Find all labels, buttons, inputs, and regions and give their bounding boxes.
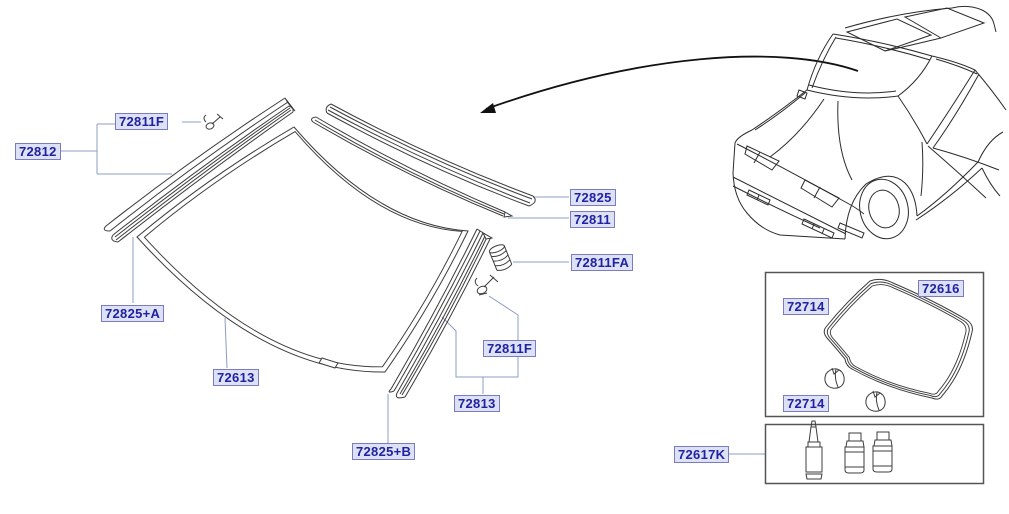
part-label-72813[interactable]: 72813: [454, 395, 500, 412]
pointer-arrow: [480, 55, 859, 113]
part-label-72616[interactable]: 72616: [918, 280, 964, 297]
car-front-wheel-rim: [868, 189, 900, 229]
part-label-72811[interactable]: 72811: [570, 211, 615, 228]
sealant-kit-box-border: [764, 423, 985, 485]
windshield-glass-drawing: [136, 126, 469, 373]
part-label-72825[interactable]: 72825: [570, 189, 616, 206]
car-illustration: [732, 5, 1007, 240]
car-body-outline: [732, 5, 1007, 240]
arrowhead: [480, 103, 496, 113]
leader-72613: [224, 317, 228, 369]
car-ttop-panels: [845, 7, 986, 52]
part-label-72613[interactable]: 72613: [213, 369, 259, 386]
side-moulding-72813-drawing: [388, 228, 494, 399]
spacer-72714-top-icon: [824, 367, 845, 389]
part-label-72811f-top[interactable]: 72811F: [115, 113, 169, 130]
sealant-kit-box: [764, 420, 985, 485]
spacer-72714-bottom-icon: [865, 390, 886, 412]
primer-bottle-icon: [872, 431, 893, 473]
part-label-72812[interactable]: 72812: [15, 143, 61, 160]
part-label-72825a[interactable]: 72825+A: [101, 305, 165, 322]
car-bumper-vents: [746, 189, 865, 239]
leader-72812: [57, 123, 172, 175]
part-label-72714-bottom[interactable]: 72714: [783, 395, 829, 412]
part-label-72617k[interactable]: 72617K: [674, 446, 730, 463]
part-label-72825b[interactable]: 72825+B: [352, 443, 416, 460]
car-headlights: [744, 145, 840, 208]
windshield-seal-72616-drawing: [823, 278, 973, 400]
part-label-72811f-bottom[interactable]: 72811F: [483, 340, 537, 357]
fastener-72811f-top-icon: [203, 113, 224, 130]
leader-72813-bracket: [441, 295, 519, 394]
part-label-72714-top[interactable]: 72714: [783, 298, 829, 315]
upper-moulding-72825-drawing: [325, 103, 536, 207]
glass-notch: [318, 357, 339, 369]
fastener-72811f-bottom-icon: [474, 274, 499, 296]
primer-bottle-icon: [844, 432, 865, 474]
upper-moulding-72811-drawing: [311, 116, 514, 218]
sealant-tube-icon: [805, 420, 823, 480]
grommet-72811fa-icon: [488, 244, 513, 271]
part-label-72811fa[interactable]: 72811FA: [571, 254, 634, 271]
car-front-wheel: [859, 178, 909, 240]
moulding-72812-drawing: [103, 97, 296, 243]
